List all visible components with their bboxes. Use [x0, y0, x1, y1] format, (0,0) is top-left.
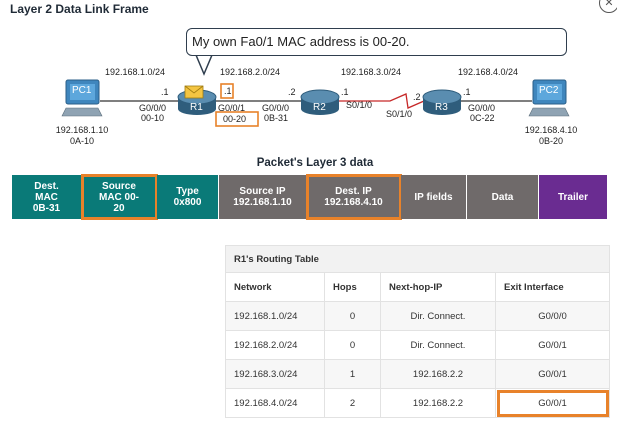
net2-label: 192.168.2.0/24 — [220, 67, 281, 77]
pc2-mac: 0B-20 — [538, 136, 564, 146]
r1-g001: G0/0/1 — [218, 103, 246, 113]
close-icon[interactable]: ✕ — [599, 0, 617, 13]
col-exit-interface: Exit Interface — [495, 272, 610, 302]
r2-g000-mac: 0B-31 — [264, 113, 289, 123]
r3-dot1: .1 — [463, 87, 471, 97]
cell-network: 192.168.4.0/24 — [225, 388, 325, 418]
cell-hops: 0 — [324, 330, 381, 360]
r2-dot2: .2 — [288, 87, 296, 97]
table-row: 192.168.4.0/24 2 192.168.2.2 G0/0/1 — [225, 388, 610, 418]
table-row: 192.168.2.0/24 0 Dir. Connect. G0/0/1 — [225, 330, 610, 360]
cell-exit-highlighted: G0/0/1 — [495, 388, 610, 418]
cell-hops: 2 — [324, 388, 381, 418]
pc2-ip: 192.168.4.10 — [524, 125, 578, 135]
r1-g000-mac: 00-10 — [141, 113, 165, 123]
link-r2-r3-serial — [338, 93, 425, 109]
r3-g000: G0/0/0 — [468, 103, 496, 113]
highlight-mac-box — [215, 111, 259, 127]
cell-hops: 1 — [324, 359, 381, 389]
net3-label: 192.168.3.0/24 — [341, 67, 402, 77]
pc1-mac: 0A-10 — [69, 136, 95, 146]
cell-next-hop: 192.168.2.2 — [380, 388, 496, 418]
r2-name: R2 — [313, 102, 326, 113]
cell-network: 192.168.3.0/24 — [225, 359, 325, 389]
frame-ip-fields: IP fields — [401, 175, 467, 219]
routing-table-caption: R1's Routing Table — [225, 245, 610, 273]
envelope-icon — [184, 85, 204, 99]
pc2-name: PC2 — [539, 85, 559, 96]
r3-g000-mac: 0C-22 — [470, 113, 495, 123]
cell-exit: G0/0/0 — [495, 301, 610, 331]
table-row: 192.168.1.0/24 0 Dir. Connect. G0/0/0 — [225, 301, 610, 331]
net1-label: 192.168.1.0/24 — [105, 67, 166, 77]
cell-exit: G0/0/1 — [495, 359, 610, 389]
pc1-name: PC1 — [72, 85, 92, 96]
r3-s010: S0/1/0 — [386, 109, 413, 119]
pc1-icon — [61, 79, 103, 117]
layer3-title: Packet's Layer 3 data — [256, 157, 374, 169]
r2-icon — [300, 89, 340, 115]
r1-g000: G0/0/0 — [139, 103, 167, 113]
r2-s010: S0/1/0 — [346, 100, 373, 110]
page-title: Layer 2 Data Link Frame — [10, 2, 149, 16]
col-hops: Hops — [324, 272, 381, 302]
r1-dot1-left: .1 — [161, 87, 169, 97]
cell-next-hop: 192.168.2.2 — [380, 359, 496, 389]
frame-data: Data — [467, 175, 539, 219]
r3-name: R3 — [435, 102, 448, 113]
col-network: Network — [225, 272, 325, 302]
cell-network: 192.168.2.0/24 — [225, 330, 325, 360]
cell-network: 192.168.1.0/24 — [225, 301, 325, 331]
bubble-tail — [194, 54, 214, 76]
network-diagram — [61, 54, 570, 127]
r2-g000: G0/0/0 — [262, 103, 290, 113]
r3-icon — [422, 89, 462, 115]
r3-dot2: .2 — [413, 92, 421, 102]
routing-table: R1's Routing Table Network Hops Next-hop… — [225, 245, 610, 418]
cell-exit: G0/0/1 — [495, 330, 610, 360]
r1-g001-mac: 00-20 — [223, 114, 247, 124]
pc2-icon — [528, 79, 570, 117]
speech-bubble: My own Fa0/1 MAC address is 00-20. — [186, 28, 567, 56]
net4-label: 192.168.4.0/24 — [458, 67, 519, 77]
frame-trailer: Trailer — [539, 175, 607, 219]
table-row: 192.168.3.0/24 1 192.168.2.2 G0/0/1 — [225, 359, 610, 389]
cell-next-hop: Dir. Connect. — [380, 301, 496, 331]
highlight-dot1-box — [220, 83, 234, 99]
cell-hops: 0 — [324, 301, 381, 331]
col-next-hop: Next-hop-IP — [380, 272, 496, 302]
r1-name: R1 — [190, 102, 203, 113]
r2-dot1: .1 — [341, 87, 349, 97]
pc1-ip: 192.168.1.10 — [55, 125, 109, 135]
r1-dot1-right: .1 — [224, 86, 232, 96]
cell-next-hop: Dir. Connect. — [380, 330, 496, 360]
